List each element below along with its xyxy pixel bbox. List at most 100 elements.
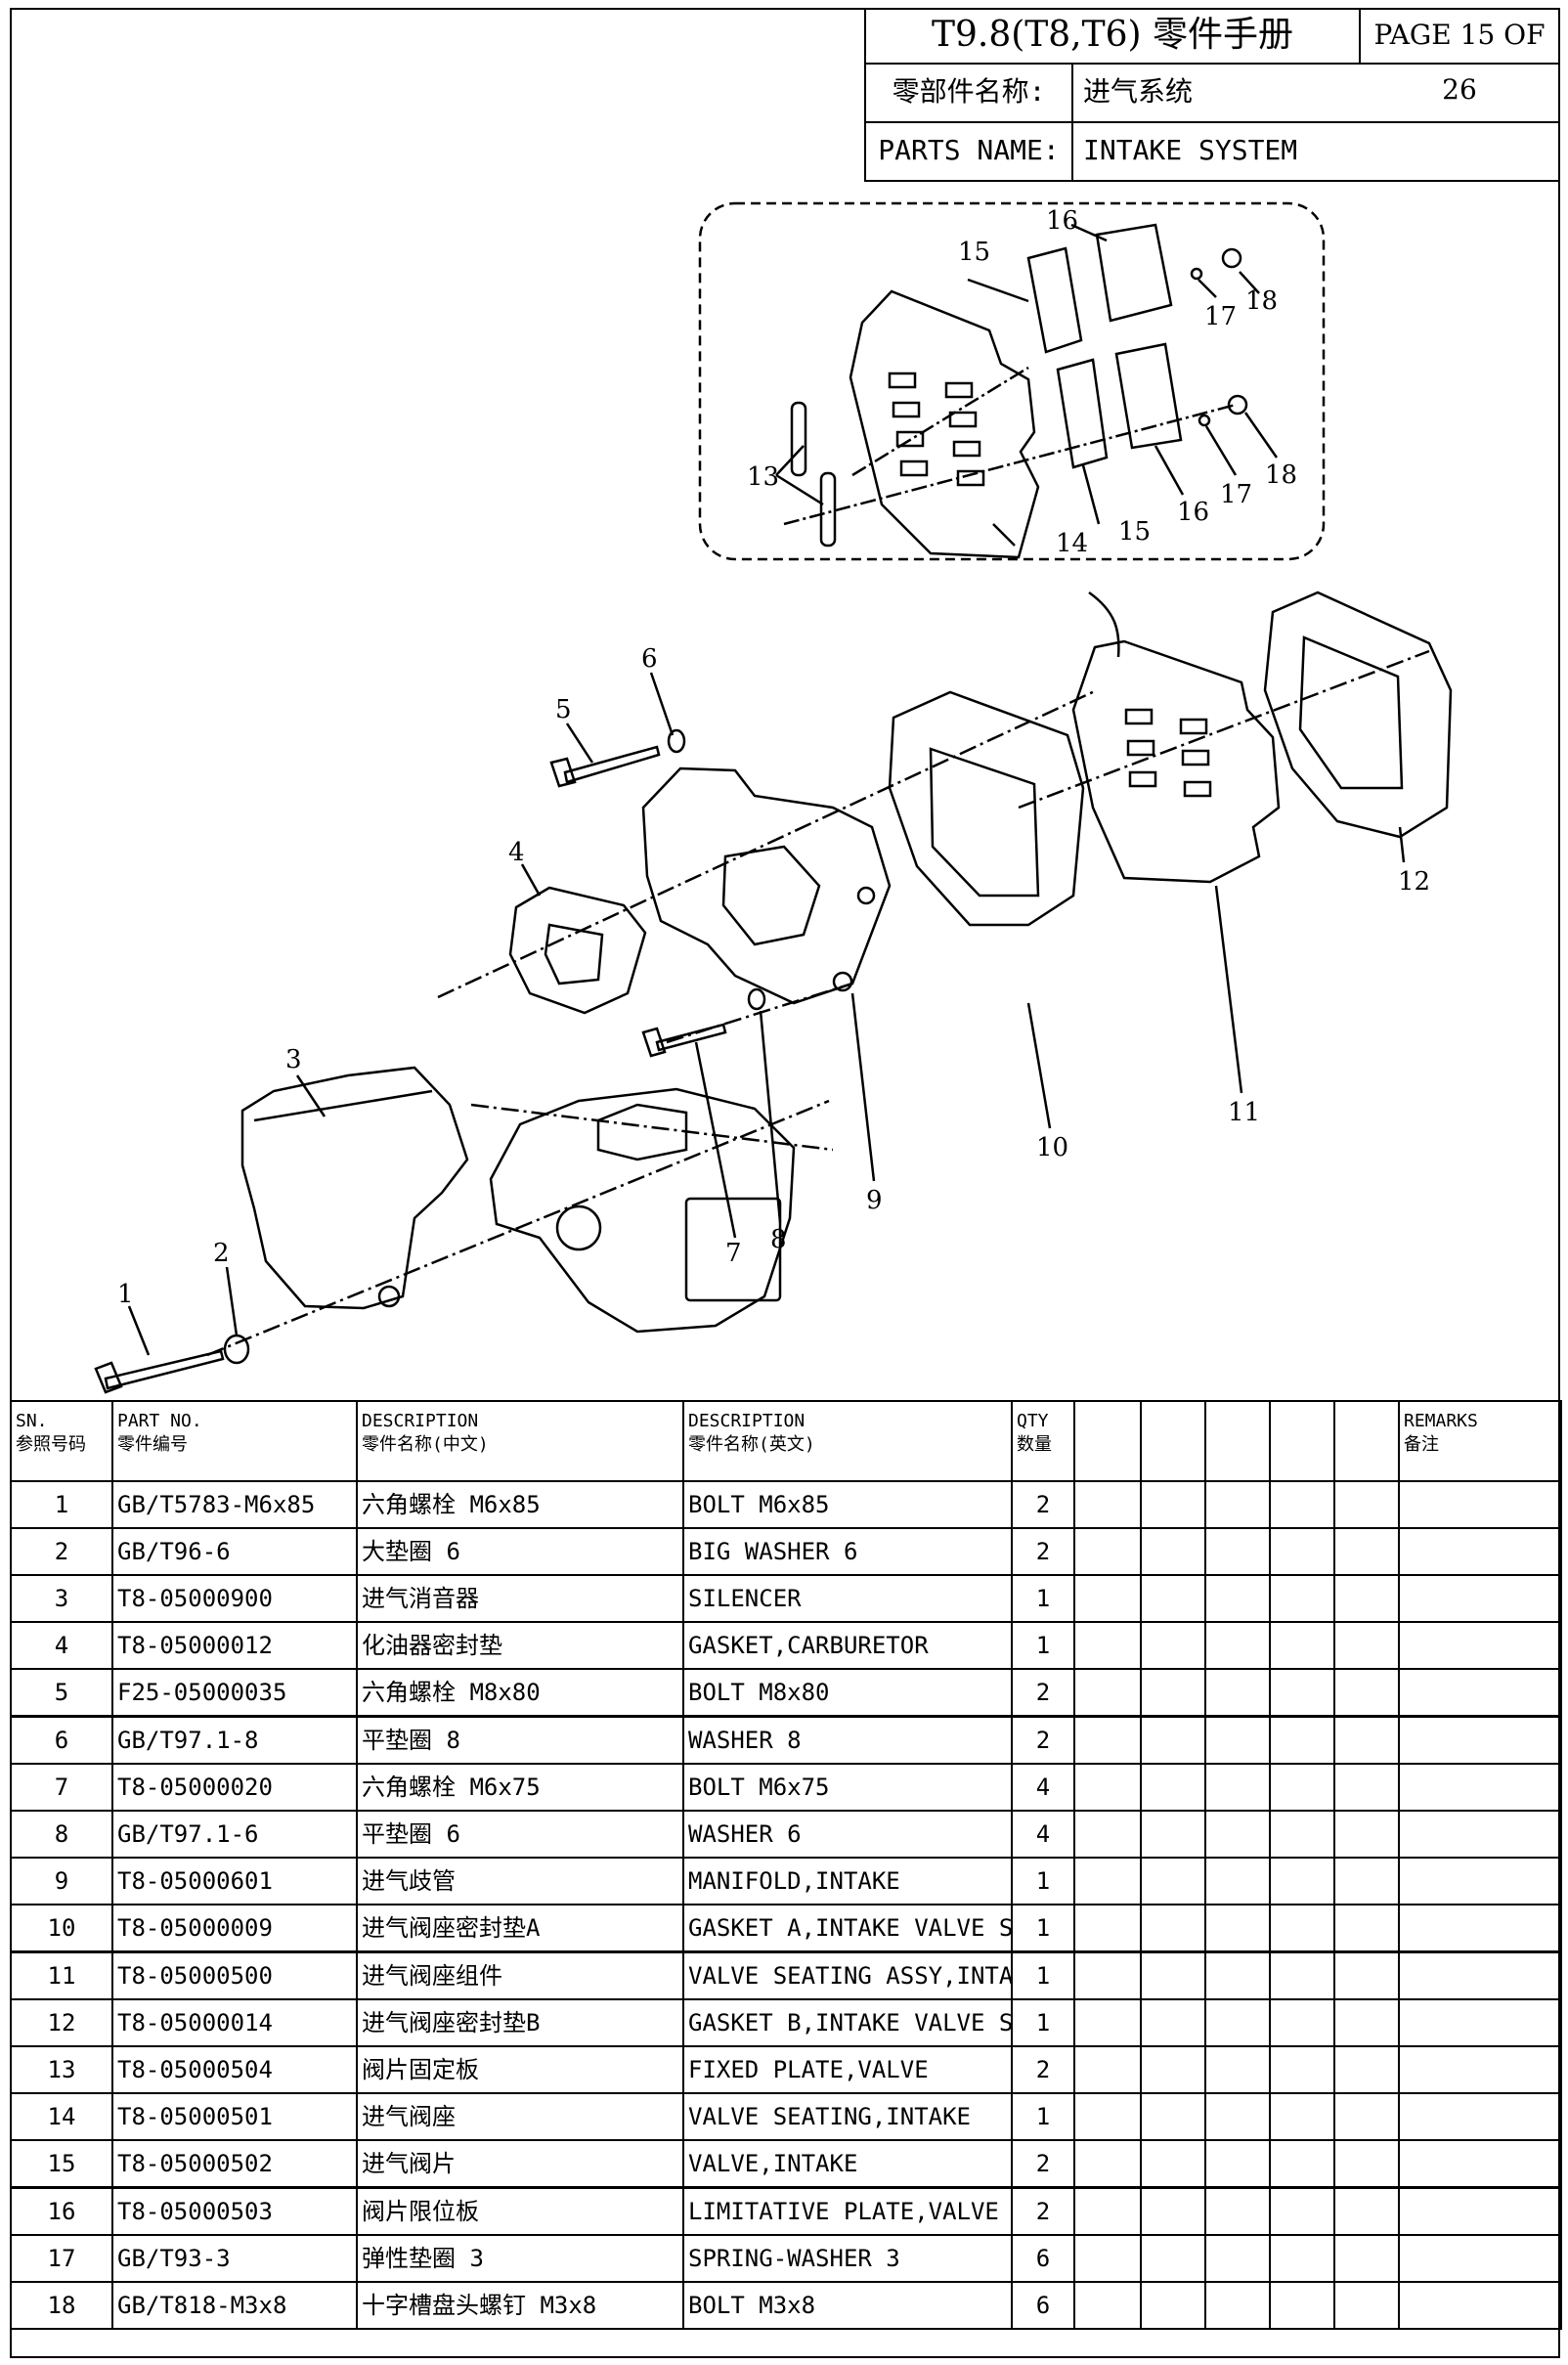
remarks-cell [1398, 1950, 1562, 2000]
part-no-cell: T8-05000504 [111, 2045, 358, 2094]
callout-10: 10 [1036, 1133, 1068, 1162]
callout-18b: 18 [1265, 460, 1297, 490]
blank-cell [1333, 1480, 1400, 1529]
header-blank [1204, 1400, 1271, 1482]
blank-cell [1073, 1527, 1142, 1576]
part-no-cell: T8-05000503 [111, 2186, 358, 2236]
blank-cell [1333, 2092, 1400, 2141]
blank-cell [1204, 2045, 1271, 2094]
part-no-cell: T8-05000009 [111, 1904, 358, 1953]
parts-name-cn-row: 零部件名称: 进气系统 [864, 65, 1560, 123]
header-blank [1073, 1400, 1142, 1482]
sn-cell: 8 [10, 1810, 113, 1859]
qty-cell: 1 [1011, 1621, 1075, 1670]
blank-cell [1269, 1763, 1335, 1812]
part-no-cell: GB/T5783-M6x85 [111, 1480, 358, 1529]
desc-cn-cell: 进气阀座组件 [356, 1950, 684, 2000]
sn-cell: 1 [10, 1480, 113, 1529]
blank-cell [1269, 1480, 1335, 1529]
blank-cell [1333, 1527, 1400, 1576]
desc-en-cell: VALVE SEATING,INTAKE [682, 2092, 1013, 2141]
blank-cell [1073, 1998, 1142, 2047]
sn-cell: 3 [10, 1574, 113, 1623]
spring-washer-detail-a [1190, 267, 1203, 281]
parts-name-en-label: PARTS NAME: [866, 123, 1073, 180]
blank-cell [1269, 1810, 1335, 1859]
parts-name-cn-label: 零部件名称: [866, 65, 1073, 121]
page-indicator: PAGE 15 OF 26 [1359, 8, 1560, 106]
desc-en-cell: GASKET B,INTAKE VALVE SEATING [682, 1998, 1013, 2047]
blank-cell [1333, 1574, 1400, 1623]
part-no-cell: T8-05000900 [111, 1574, 358, 1623]
blank-cell [1204, 2092, 1271, 2141]
blank-cell [1204, 1810, 1271, 1859]
sn-cell: 15 [10, 2139, 113, 2189]
valve-reed-detail-b [1056, 358, 1109, 469]
blank-cell [1140, 1950, 1206, 2000]
desc-cn-cell: 化油器密封垫 [356, 1621, 684, 1670]
blank-cell [1269, 2092, 1335, 2141]
blank-cell [1073, 1480, 1142, 1529]
blank-cell [1269, 1668, 1335, 1718]
qty-cell: 4 [1011, 1810, 1075, 1859]
callout-13: 13 [747, 462, 779, 492]
blank-cell [1140, 2139, 1206, 2189]
blank-cell [1073, 2045, 1142, 2094]
part-no-cell: GB/T96-6 [111, 1527, 358, 1576]
blank-cell [1073, 1715, 1142, 1765]
blank-cell [1204, 2139, 1271, 2189]
blank-cell [1269, 2139, 1335, 2189]
qty-cell: 6 [1011, 2281, 1075, 2330]
qty-cell: 1 [1011, 2092, 1075, 2141]
blank-cell [1073, 1810, 1142, 1859]
desc-en-cell: WASHER 6 [682, 1810, 1013, 1859]
header-sn: SN.参照号码 [10, 1400, 113, 1482]
callout-12: 12 [1398, 867, 1430, 897]
sn-cell: 13 [10, 2045, 113, 2094]
carburetor [489, 1087, 796, 1334]
blank-cell [1140, 2045, 1206, 2094]
parts-name-en-value: INTAKE SYSTEM [1083, 134, 1298, 166]
blank-cell [1269, 1857, 1335, 1905]
blank-cell [1073, 2234, 1142, 2283]
callout-17b: 17 [1220, 480, 1252, 509]
sn-cell: 7 [10, 1763, 113, 1812]
desc-cn-cell: 弹性垫圈 3 [356, 2234, 684, 2283]
blank-cell [1140, 1857, 1206, 1905]
desc-en-cell: SILENCER [682, 1574, 1013, 1623]
blank-cell [1333, 1857, 1400, 1905]
remarks-cell [1398, 1715, 1562, 1765]
desc-cn-cell: 六角螺栓 M8x80 [356, 1668, 684, 1718]
sn-cell: 9 [10, 1857, 113, 1905]
callout-3: 3 [285, 1045, 302, 1074]
blank-cell [1073, 2281, 1142, 2330]
desc-cn-cell: 阀片固定板 [356, 2045, 684, 2094]
blank-cell [1333, 1621, 1400, 1670]
manual-title: T9.8(T8,T6) 零件手册 [864, 8, 1361, 65]
blank-cell [1333, 1715, 1400, 1765]
qty-cell: 2 [1011, 1715, 1075, 1765]
blank-cell [1333, 1998, 1400, 2047]
blank-cell [1204, 1480, 1271, 1529]
blank-cell [1333, 2045, 1400, 2094]
remarks-cell [1398, 2281, 1562, 2330]
part-no-cell: GB/T97.1-8 [111, 1715, 358, 1765]
qty-cell: 2 [1011, 1668, 1075, 1718]
washer-6 [747, 987, 766, 1011]
carburetor-gasket [508, 886, 647, 1015]
desc-cn-cell: 大垫圈 6 [356, 1527, 684, 1576]
blank-cell [1204, 2234, 1271, 2283]
sn-cell: 18 [10, 2281, 113, 2330]
